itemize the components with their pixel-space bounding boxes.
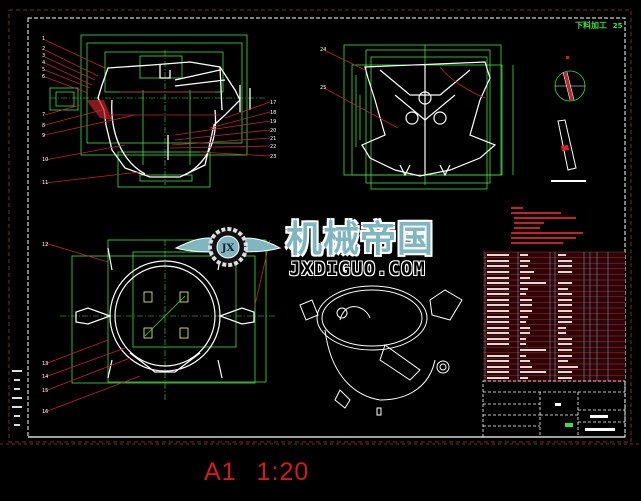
svg-text:18: 18 (270, 110, 276, 116)
watermark-cn-text: 机械帝国 (286, 219, 435, 260)
svg-text:21: 21 (270, 136, 276, 142)
svg-text:10: 10 (42, 157, 48, 163)
svg-text:5: 5 (42, 67, 45, 73)
outer-frame (8, 9, 632, 443)
top-view: 12 13 14 15 16 (42, 239, 275, 415)
parts-list-table (483, 251, 625, 382)
svg-text:17: 17 (270, 100, 276, 106)
svg-text:1: 1 (42, 36, 45, 42)
svg-text:16: 16 (42, 409, 48, 415)
front-section-view: 1 23 456 7 8 9 10 11 17 18 19 20 21 22 23 (42, 34, 276, 188)
svg-text:15: 15 (42, 388, 48, 394)
svg-text:3: 3 (42, 53, 45, 59)
corner-note: 下料加工 25 (575, 20, 623, 31)
svg-text:24: 24 (320, 47, 326, 53)
svg-text:9: 9 (42, 133, 45, 139)
drawing-scale: 1:20 (256, 458, 310, 486)
title-block (482, 380, 626, 438)
svg-text:20: 20 (270, 128, 276, 134)
watermark-en-text: JXDIGUO.COM (289, 258, 426, 280)
sheet-size: A1 (204, 458, 237, 486)
left-margin-labels (12, 370, 22, 426)
watermark-logo: JX (174, 227, 282, 267)
svg-text:2: 2 (42, 46, 45, 52)
svg-text:11: 11 (42, 180, 48, 186)
svg-text:14: 14 (42, 374, 48, 380)
svg-text:8: 8 (42, 123, 45, 129)
technical-notes (511, 207, 583, 244)
svg-text:19: 19 (270, 119, 276, 125)
isometric-view (299, 285, 463, 416)
svg-text:12: 12 (42, 242, 48, 248)
svg-text:23: 23 (270, 154, 276, 160)
roughness-mark: 25 (612, 22, 623, 30)
side-view: 24 25 (320, 44, 514, 190)
svg-text:6: 6 (42, 74, 45, 80)
svg-text:25: 25 (320, 85, 326, 91)
title-block-highlight (565, 423, 573, 427)
svg-text:13: 13 (42, 361, 48, 367)
corner-note-text: 下料加工 (575, 21, 607, 30)
detail-views (551, 56, 586, 182)
sheet-scale-label: A1 1:20 (204, 458, 329, 487)
svg-text:7: 7 (42, 112, 45, 118)
svg-text:JX: JX (221, 243, 235, 254)
svg-text:4: 4 (42, 60, 45, 66)
svg-text:22: 22 (270, 144, 276, 150)
